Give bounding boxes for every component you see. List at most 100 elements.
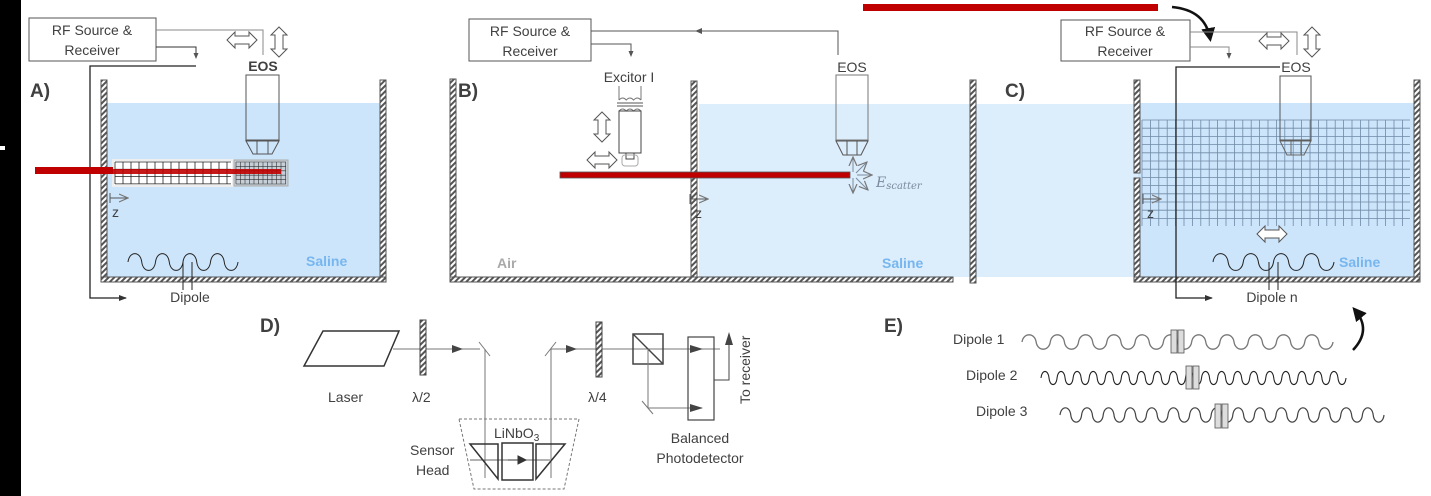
panel-b-wall-left bbox=[449, 78, 457, 283]
panel-c-label: C) bbox=[1005, 81, 1025, 102]
panel-b-rf-line1: RF Source & bbox=[490, 23, 571, 39]
panel-a-eos-tip bbox=[245, 140, 280, 155]
panel-c-rf-line1: RF Source & bbox=[1085, 23, 1166, 39]
dipole-3-feed-b bbox=[1221, 403, 1229, 429]
panel-d-label: D) bbox=[260, 316, 280, 337]
panel-a-eos-probe bbox=[245, 74, 280, 141]
panel-b-vertical-arrow-icon bbox=[592, 111, 612, 143]
panel-c-rf-to-dipole bbox=[1190, 46, 1232, 59]
mirror-2 bbox=[544, 341, 557, 357]
panel-c-vertical-arrow-icon bbox=[1302, 26, 1322, 58]
prism-left bbox=[468, 443, 499, 482]
panel-b-eos-to-rf bbox=[591, 30, 839, 55]
panel-b-z-label: z bbox=[695, 205, 702, 221]
panel-a-eos-label: EOS bbox=[248, 58, 278, 74]
panel-c-eos-tip bbox=[1279, 140, 1312, 156]
beam-arrow-1 bbox=[452, 345, 463, 353]
panel-c-saline-label: Saline bbox=[1339, 254, 1380, 270]
escatter-main: E bbox=[875, 175, 886, 191]
linbo3-label: LiNbO3 bbox=[494, 425, 540, 444]
panel-b-saline-label: Saline bbox=[882, 255, 923, 271]
linbo3-main: LiNbO bbox=[494, 425, 534, 441]
panel-b-wall-middle bbox=[690, 80, 698, 283]
half-wave-label: λ/2 bbox=[412, 389, 431, 405]
panel-a-water bbox=[107, 103, 380, 277]
panel-c-wall-bottom bbox=[1133, 276, 1421, 283]
laser-icon bbox=[302, 330, 401, 367]
beam-arrow-4 bbox=[690, 404, 703, 412]
sensor-head-outline bbox=[458, 418, 580, 490]
prism-right bbox=[535, 443, 567, 482]
panel-c-curved-arrow-icon bbox=[1171, 5, 1216, 42]
dipole-1-label: Dipole 1 bbox=[953, 331, 1005, 347]
linbo3-crystal bbox=[501, 442, 534, 481]
half-wave-plate bbox=[419, 319, 427, 376]
panel-a-z-label: z bbox=[112, 204, 119, 220]
panel-c-dipole-label: Dipole n bbox=[1246, 289, 1297, 305]
panel-c-rf-to-eos bbox=[1190, 31, 1298, 55]
crystal-arrow bbox=[508, 455, 528, 465]
panel-c-horizontal-arrow-icon bbox=[1258, 31, 1290, 51]
panel-b-rf-to-excitor bbox=[591, 43, 634, 57]
panel-b-excitor-label: Excitor I bbox=[604, 69, 655, 85]
panel-c-field-grid bbox=[1141, 119, 1410, 226]
detector-output-line bbox=[714, 336, 730, 381]
beam-arrow-3 bbox=[690, 345, 703, 353]
left-black-strip bbox=[0, 0, 21, 496]
laser-label: Laser bbox=[328, 389, 363, 405]
dipole-2-label: Dipole 2 bbox=[966, 367, 1018, 383]
output-arrow-icon bbox=[725, 332, 733, 345]
panel-b-rf-box bbox=[468, 18, 592, 62]
sensor-head-label-1: Sensor bbox=[410, 442, 455, 458]
panel-a-rf-box bbox=[28, 17, 157, 62]
beam-arrow-2 bbox=[566, 345, 577, 353]
panel-c-z-label: z bbox=[1147, 205, 1154, 221]
panel-c-dipole-motion-arrow-icon bbox=[1256, 224, 1288, 244]
panel-c-wall-left-upper bbox=[1133, 79, 1141, 174]
dipole-1-feed-b bbox=[1177, 329, 1185, 354]
dipole-3-label: Dipole 3 bbox=[976, 403, 1028, 419]
panel-a-rf-line2: Receiver bbox=[64, 42, 120, 58]
to-receiver-label: To receiver bbox=[737, 335, 753, 404]
panel-b-escatter-label: Escatter bbox=[875, 175, 923, 192]
panel-a-rf-to-dipole bbox=[156, 46, 199, 59]
panel-a-wall-right bbox=[379, 79, 387, 283]
panel-d: D) Laser λ/2 LiNbO3 Sensor Head λ/4 bbox=[260, 316, 753, 490]
panel-a-vertical-arrow-icon bbox=[269, 26, 289, 58]
panel-c-eos-label: EOS bbox=[1281, 59, 1311, 75]
panel-a-wall-bottom bbox=[100, 276, 387, 283]
panel-b-air-label: Air bbox=[497, 255, 517, 271]
panel-a-rf-to-eos bbox=[156, 29, 264, 55]
dipole-2-feed-a bbox=[1185, 365, 1193, 390]
panel-b-eos-tip bbox=[835, 140, 869, 156]
balanced-photodetector bbox=[687, 336, 715, 421]
panel-b-eos-label: EOS bbox=[837, 59, 867, 75]
panel-e-label: E) bbox=[884, 316, 903, 337]
escatter-sub: scatter bbox=[886, 181, 923, 192]
panel-b-wall-bottom bbox=[449, 276, 954, 283]
strip-mark bbox=[0, 146, 5, 150]
panel-c-dipole-wave bbox=[1212, 253, 1335, 271]
panel-b-wall-right bbox=[969, 79, 977, 284]
dipole-1-feed-a bbox=[1170, 329, 1178, 354]
panel-b-laser-beam bbox=[559, 171, 851, 179]
panel-a-dipole-feed bbox=[89, 65, 196, 301]
panel-b-eos-to-rf-arrow bbox=[695, 28, 702, 34]
sensor-head-label-2: Head bbox=[416, 462, 449, 478]
panel-c-dipole-feed bbox=[1175, 66, 1280, 301]
mirror-3 bbox=[641, 400, 654, 415]
panel-c-laser-beam bbox=[863, 4, 1158, 11]
panel-b-excitor-coil-icon bbox=[617, 86, 643, 167]
dipole-3-feed-a bbox=[1214, 403, 1222, 429]
dipole-2-feed-b bbox=[1192, 365, 1200, 390]
panel-a-label: A) bbox=[30, 81, 50, 102]
panel-b-horizontal-arrow-icon bbox=[586, 150, 618, 170]
panel-c-wall-right bbox=[1413, 79, 1421, 283]
panel-b-label: B) bbox=[458, 81, 478, 102]
linbo3-sub: 3 bbox=[534, 433, 540, 444]
panel-c-wall-left-lower bbox=[1133, 177, 1141, 283]
panel-a: RF Source & Receiver EOS A) z Dipole Sal… bbox=[28, 17, 387, 305]
panel-c-rf-box bbox=[1060, 19, 1191, 62]
panel-a-dipole-label: Dipole bbox=[170, 289, 210, 305]
panel-c-return-arrow-icon bbox=[1352, 306, 1367, 351]
